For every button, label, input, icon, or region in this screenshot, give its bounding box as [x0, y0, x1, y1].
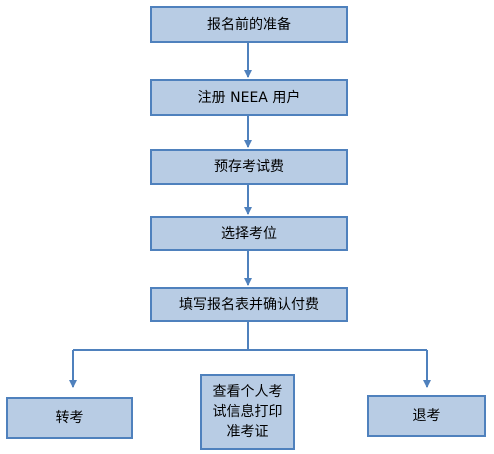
step-view-print-label: 查看个人考 试信息打印 准考证 [213, 382, 283, 442]
step-withdraw-label: 退考 [412, 408, 441, 424]
step-prepay-label: 预存考试费 [214, 159, 284, 175]
step-register-label: 注册 NEEA 用户 [197, 89, 301, 106]
step-prepare-label: 报名前的准备 [207, 16, 291, 33]
step-view-print-line-3: 准考证 [226, 424, 269, 440]
step-fill-form-box: 填写报名表并确认付费 [150, 287, 348, 322]
step-withdraw-box: 退考 [367, 395, 486, 437]
step-prepay-box: 预存考试费 [150, 149, 348, 185]
step-fill-form-label: 填写报名表并确认付费 [179, 296, 319, 313]
step-view-print-box: 查看个人考 试信息打印 准考证 [200, 374, 295, 450]
step-choose-seat-box: 选择考位 [150, 216, 348, 251]
step-view-print-line-1: 查看个人考 [212, 384, 283, 400]
step-transfer-label: 转考 [55, 410, 84, 426]
step-register-box: 注册 NEEA 用户 [150, 79, 348, 116]
step-transfer-box: 转考 [6, 397, 133, 439]
step-prepare-box: 报名前的准备 [150, 6, 348, 43]
step-choose-seat-label: 选择考位 [221, 225, 277, 242]
step-view-print-line-2: 试信息打印 [212, 404, 283, 420]
